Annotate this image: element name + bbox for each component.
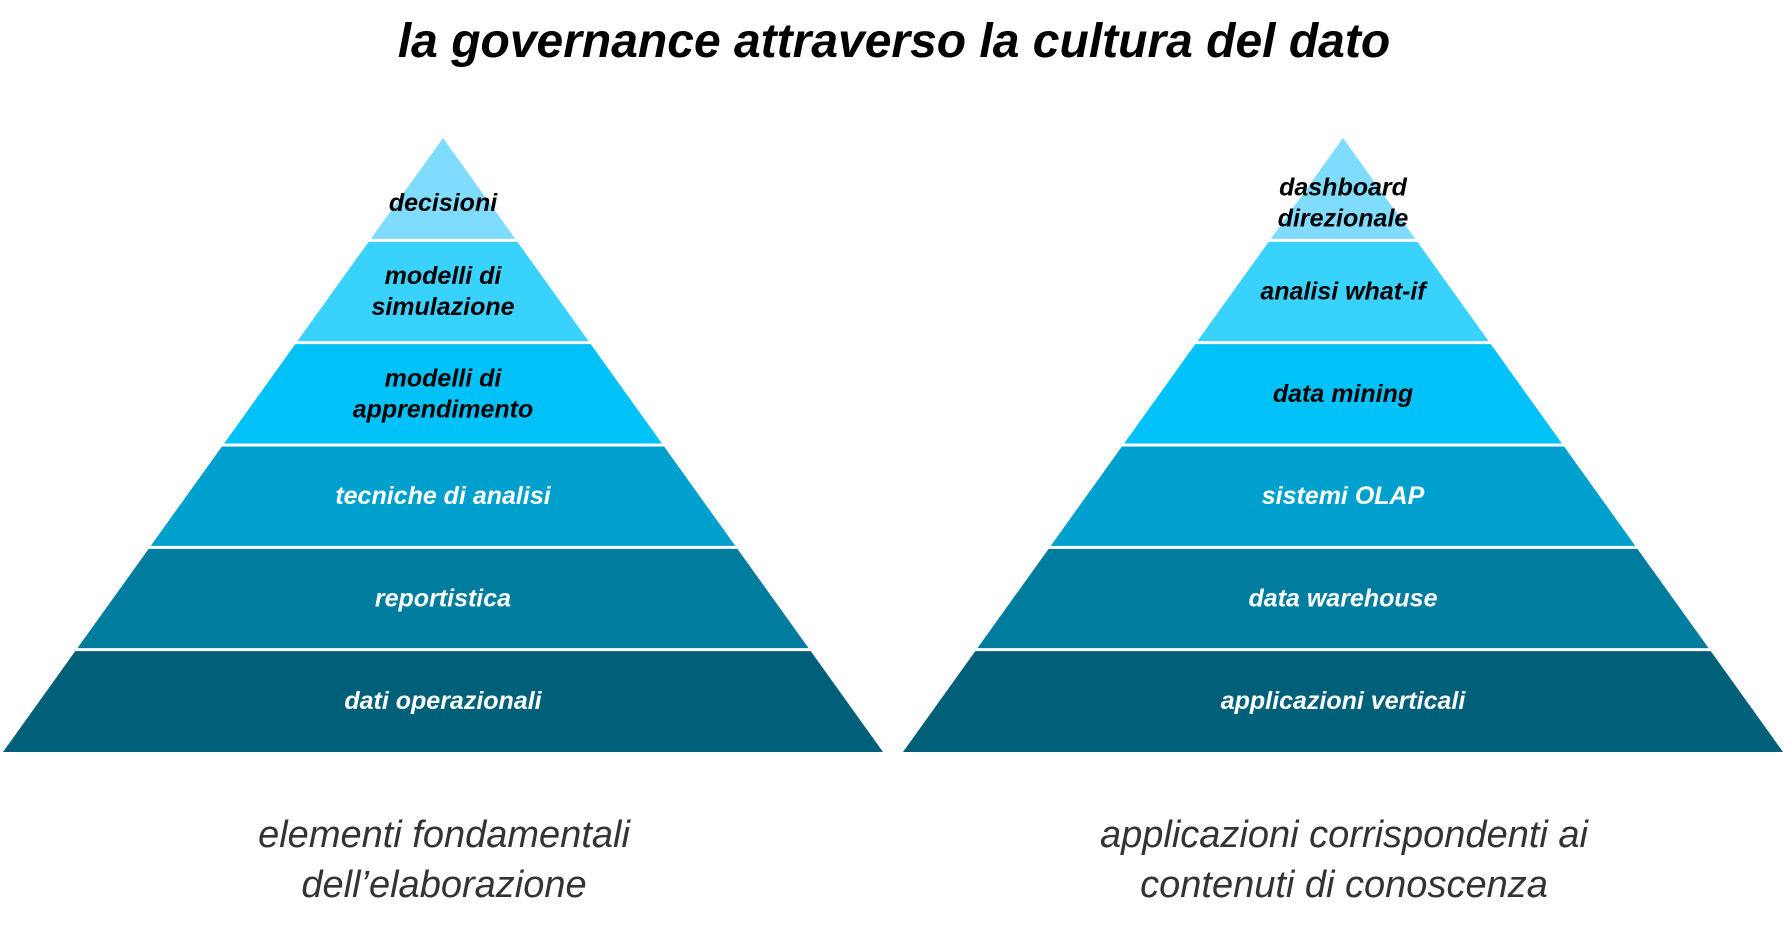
tier-label: modelli di xyxy=(385,262,503,290)
pyramid-right: dashboard direzionale analisi what-if data … xyxy=(903,138,1783,752)
page-title: la governance attraverso la cultura del … xyxy=(397,15,1391,68)
pyramid-tier xyxy=(297,241,589,342)
pyramid-tier xyxy=(224,344,662,444)
tier-label: analisi what-if xyxy=(1260,278,1428,306)
pyramid-tier xyxy=(77,548,809,649)
pyramid-tier xyxy=(977,548,1709,649)
caption-line: elementi fondamentali xyxy=(258,814,630,856)
caption-right: applicazioni corrispondenti ai contenuti… xyxy=(964,810,1724,910)
tier-label: direzionale xyxy=(1278,205,1409,233)
tier-label: tecniche di analisi xyxy=(335,482,551,510)
tier-label: simulazione xyxy=(371,293,514,321)
tier-label: dati operazionali xyxy=(344,687,542,715)
pyramid-tier xyxy=(370,138,516,239)
tier-label: data warehouse xyxy=(1249,585,1438,613)
caption-left: elementi fondamentali dell’elaborazione xyxy=(64,810,824,910)
tier-label: dashboard xyxy=(1279,174,1408,202)
pyramid-tier xyxy=(903,651,1783,752)
tier-label: reportistica xyxy=(375,585,511,613)
pyramid-tier xyxy=(1197,241,1489,342)
caption-line: contenuti di conoscenza xyxy=(1140,864,1548,906)
pyramid-tier xyxy=(1270,138,1416,239)
caption-line: dell’elaborazione xyxy=(301,864,587,906)
pyramid-tier xyxy=(3,651,883,752)
pyramid-left: decisioni modelli di simulazione modelli di… xyxy=(3,138,883,752)
tier-label: applicazioni verticali xyxy=(1221,687,1467,715)
caption-line: applicazioni corrispondenti ai xyxy=(1100,814,1588,856)
pyramid-tier xyxy=(1124,344,1562,444)
tier-label: apprendimento xyxy=(353,395,534,423)
tier-label: data mining xyxy=(1273,380,1413,408)
pyramid-tier xyxy=(1050,446,1636,546)
tier-label: sistemi OLAP xyxy=(1262,482,1425,510)
tier-label: decisioni xyxy=(389,189,498,217)
tier-label: modelli di xyxy=(385,364,503,392)
pyramid-tier xyxy=(150,446,736,546)
